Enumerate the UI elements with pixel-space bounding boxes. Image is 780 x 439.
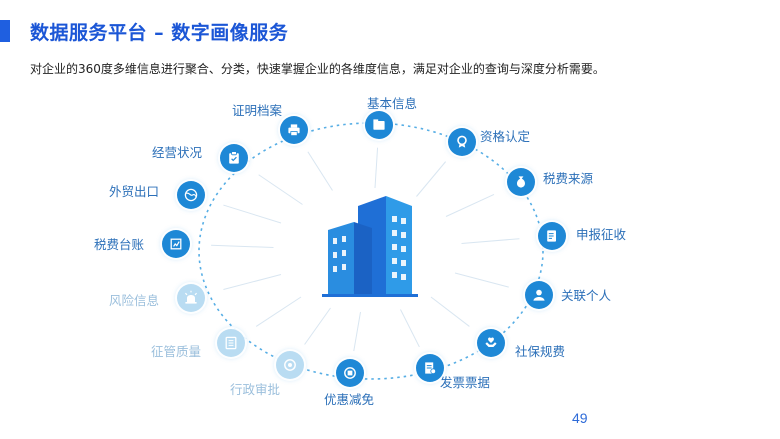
dimension-label: 风险信息	[109, 293, 160, 308]
dimension-label: 申报征收	[576, 227, 627, 242]
dimension-label: 征管质量	[151, 344, 202, 359]
building-icon	[322, 196, 418, 297]
dimension-node	[416, 354, 444, 382]
spoke-line	[258, 174, 303, 205]
dimension-node	[162, 230, 190, 258]
folder-icon	[373, 119, 385, 130]
form-icon	[547, 230, 556, 242]
ledger-icon	[170, 238, 182, 250]
dimension-label: 社保规费	[515, 344, 566, 359]
badge-icon	[457, 135, 467, 148]
spoke-line	[454, 272, 509, 288]
dimension-label: 关联个人	[561, 288, 612, 303]
dimension-node	[448, 128, 476, 156]
dimension-label: 优惠减免	[324, 392, 375, 407]
invoice-icon	[425, 362, 436, 374]
dimension-node	[365, 111, 393, 139]
dimension-node	[507, 168, 535, 196]
dimension-node	[336, 359, 364, 387]
dimension-node	[177, 181, 205, 209]
clipboard-icon	[229, 151, 239, 164]
dimension-node	[280, 116, 308, 144]
spoke-line	[211, 244, 274, 248]
dimension-label: 税费台账	[94, 237, 145, 252]
title-accent-bar	[0, 20, 10, 42]
page-subtitle: 对企业的360度多维信息进行聚合、分类，快速掌握企业的各维度信息，满足对企业的查…	[30, 62, 605, 76]
dimension-label: 发票票据	[440, 375, 491, 390]
dimension-label: 证明档案	[232, 103, 283, 118]
stamp-icon	[284, 359, 296, 371]
dimension-label: 资格认定	[480, 129, 531, 144]
dimension-label: 经营状况	[152, 145, 203, 160]
page-title: 数据服务平台 – 数字画像服务	[30, 22, 289, 44]
dimension-node	[477, 329, 505, 357]
dimension-node	[177, 284, 205, 312]
printer-icon	[288, 124, 300, 136]
money-bag-icon	[517, 176, 525, 188]
spoke-line	[223, 204, 282, 224]
dimension-node	[525, 281, 553, 309]
spoke-line	[307, 151, 333, 191]
spoke-line	[430, 296, 470, 327]
person-icon	[533, 289, 545, 301]
globe-icon	[184, 188, 198, 202]
spoke-line	[416, 161, 447, 197]
checklist-icon	[225, 336, 237, 350]
spoke-line	[223, 274, 282, 291]
dimension-label: 税费来源	[543, 171, 594, 186]
spoke-line	[461, 238, 520, 244]
dimension-node	[220, 144, 248, 172]
spoke-line	[255, 296, 302, 327]
hands-icon	[485, 337, 497, 347]
spoke-line	[374, 147, 379, 189]
spoke-line	[445, 193, 495, 217]
alarm-icon	[184, 290, 198, 304]
spoke-line	[400, 309, 420, 348]
dimension-label: 外贸出口	[109, 184, 160, 199]
spoke-line	[304, 307, 331, 345]
dimension-label: 行政审批	[230, 382, 281, 397]
dimension-node	[538, 222, 566, 250]
spoke-lines	[211, 147, 520, 352]
dimension-node	[276, 351, 304, 379]
page-number: 49	[572, 410, 588, 426]
dimension-label: 基本信息	[367, 96, 418, 111]
dimension-node	[217, 329, 245, 357]
spoke-line	[353, 311, 361, 352]
discount-icon	[344, 367, 356, 379]
